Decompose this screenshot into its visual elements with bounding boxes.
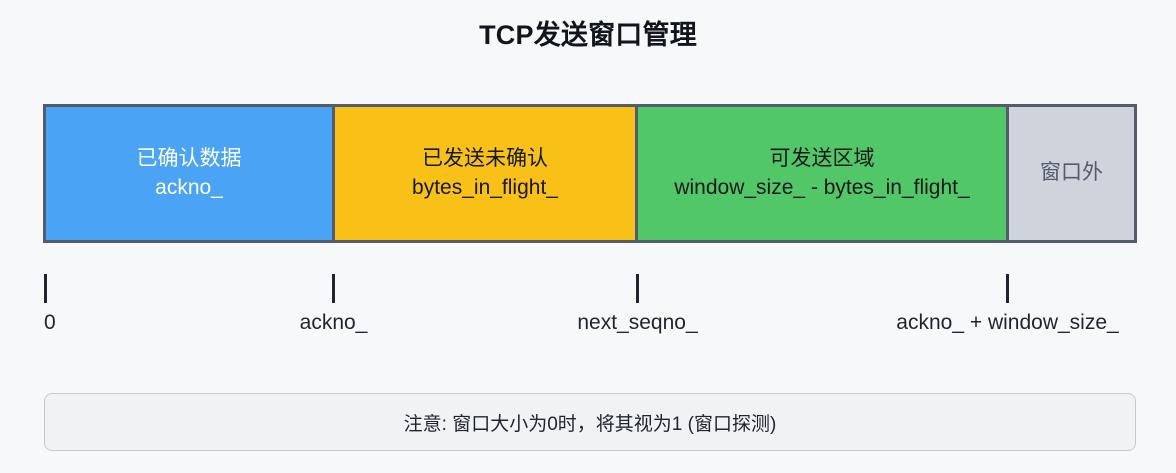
window-segment-outside: 窗口外 <box>1006 107 1134 240</box>
page-title: TCP发送窗口管理 <box>479 20 697 50</box>
segment-title-inflight: 已发送未确认 <box>422 147 548 171</box>
tick-next-seqno: next_seqno_ <box>577 274 698 334</box>
segment-title-outside: 窗口外 <box>1040 161 1103 185</box>
segment-subtitle-acked: ackno_ <box>155 175 223 199</box>
tick-origin: 0 <box>44 274 56 334</box>
tick-label-next-seqno: next_seqno_ <box>577 311 698 334</box>
tick-label-window-right-edge: ackno_ + window_size_ <box>896 311 1119 334</box>
tick-mark-icon <box>1006 274 1009 303</box>
note-text: 注意: 窗口大小为0时，将其视为1 (窗口探测) <box>403 413 777 435</box>
segment-title-sendable: 可发送区域 <box>769 147 875 171</box>
segment-subtitle-sendable: window_size_ - bytes_in_flight_ <box>674 175 970 199</box>
tick-label-origin: 0 <box>44 311 56 334</box>
send-window-bar: 已确认数据 ackno_ 已发送未确认 bytes_in_flight_ 可发送… <box>43 104 1137 243</box>
tick-window-right-edge: ackno_ + window_size_ <box>896 274 1119 334</box>
window-segment-acked: 已确认数据 ackno_ <box>46 107 332 240</box>
segment-title-acked: 已确认数据 <box>136 147 242 171</box>
tick-label-ackno: ackno_ <box>299 311 368 334</box>
window-segment-sendable: 可发送区域 window_size_ - bytes_in_flight_ <box>635 107 1006 240</box>
tick-ackno: ackno_ <box>300 274 367 334</box>
tick-mark-icon <box>332 274 335 303</box>
note-box: 注意: 窗口大小为0时，将其视为1 (窗口探测) <box>44 393 1136 451</box>
window-segment-inflight: 已发送未确认 bytes_in_flight_ <box>332 107 635 240</box>
segment-subtitle-inflight: bytes_in_flight_ <box>412 175 558 199</box>
tick-mark-icon <box>44 274 47 303</box>
tick-mark-icon <box>636 274 639 303</box>
